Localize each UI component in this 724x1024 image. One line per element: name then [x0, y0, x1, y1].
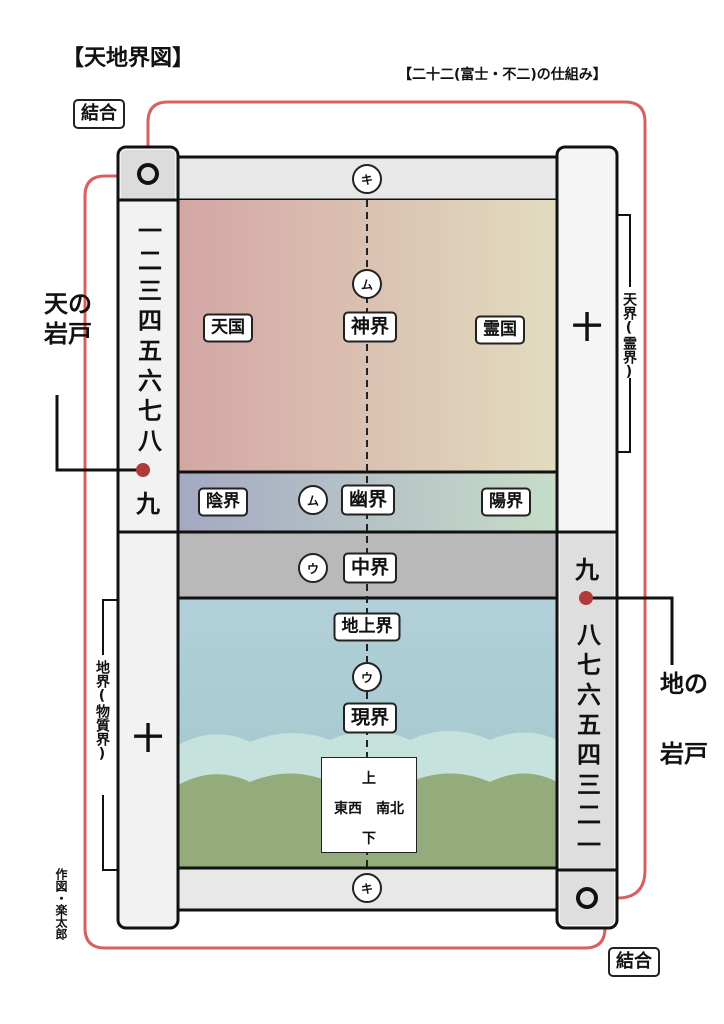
diagram-title: 【天地界図】: [62, 46, 195, 71]
heaven-gate-label-1: 天の: [44, 290, 92, 318]
join-line-top: [146, 100, 647, 900]
realm-tengoku: 天国: [203, 313, 253, 343]
earth-bracket-label: 地界(物質界): [94, 660, 110, 762]
realm-chijokai: 地上界: [333, 612, 401, 642]
u-marker: ウ: [352, 662, 382, 692]
join-label-top: 結合: [73, 99, 125, 129]
credit: 作図・楽太郎: [54, 868, 68, 940]
realm-reigoku: 霊国: [475, 315, 525, 345]
heaven-gate-line: [55, 395, 143, 472]
earth-gate-label-2: 岩戸: [660, 740, 708, 768]
heaven-bracket: [617, 214, 631, 287]
earth-gate-line: [586, 596, 674, 665]
right-plus: 十: [572, 311, 602, 346]
realm-genkai: 現界: [342, 702, 398, 734]
left-numbers: 一二三四五六七八: [133, 218, 162, 458]
realm-shinkai: 神界: [342, 311, 398, 343]
mu-marker: ム: [352, 269, 382, 299]
right-nine: 九: [575, 556, 599, 584]
heaven-bracket-label: 天界(霊界): [621, 292, 637, 380]
earth-gate-label-1: 地の: [660, 670, 708, 698]
directions-box: 上 東西 南北 下: [321, 757, 417, 853]
right-numbers: 八七六五四三二一: [572, 622, 601, 862]
zero-circle-icon: [576, 887, 598, 909]
heaven-gate-dot: [136, 463, 150, 477]
left-plus: 十: [133, 722, 163, 757]
direction-middle: 東西 南北: [334, 801, 404, 817]
realm-chukai: 中界: [342, 552, 398, 584]
direction-down: 下: [362, 831, 376, 847]
earth-bracket: [102, 599, 118, 655]
realm-yukai: 幽界: [340, 484, 396, 516]
heaven-gate-label-2: 岩戸: [44, 320, 92, 348]
zero-circle-icon: [137, 163, 159, 185]
mu-marker: ム: [298, 485, 328, 515]
left-nine: 九: [136, 490, 160, 518]
ki-marker-bottom: キ: [352, 873, 382, 903]
ki-marker-top: キ: [352, 164, 382, 194]
join-line-bottom: [83, 174, 607, 950]
direction-up: 上: [362, 771, 376, 787]
earth-gate-dot: [579, 591, 593, 605]
realm-inkai: 陰界: [198, 487, 248, 517]
join-label-bottom: 結合: [608, 947, 660, 977]
u-marker: ウ: [298, 553, 328, 583]
diagram-subtitle: 【二十二(富士・不二)の仕組み】: [398, 67, 607, 83]
realm-yokai: 陽界: [481, 487, 531, 517]
